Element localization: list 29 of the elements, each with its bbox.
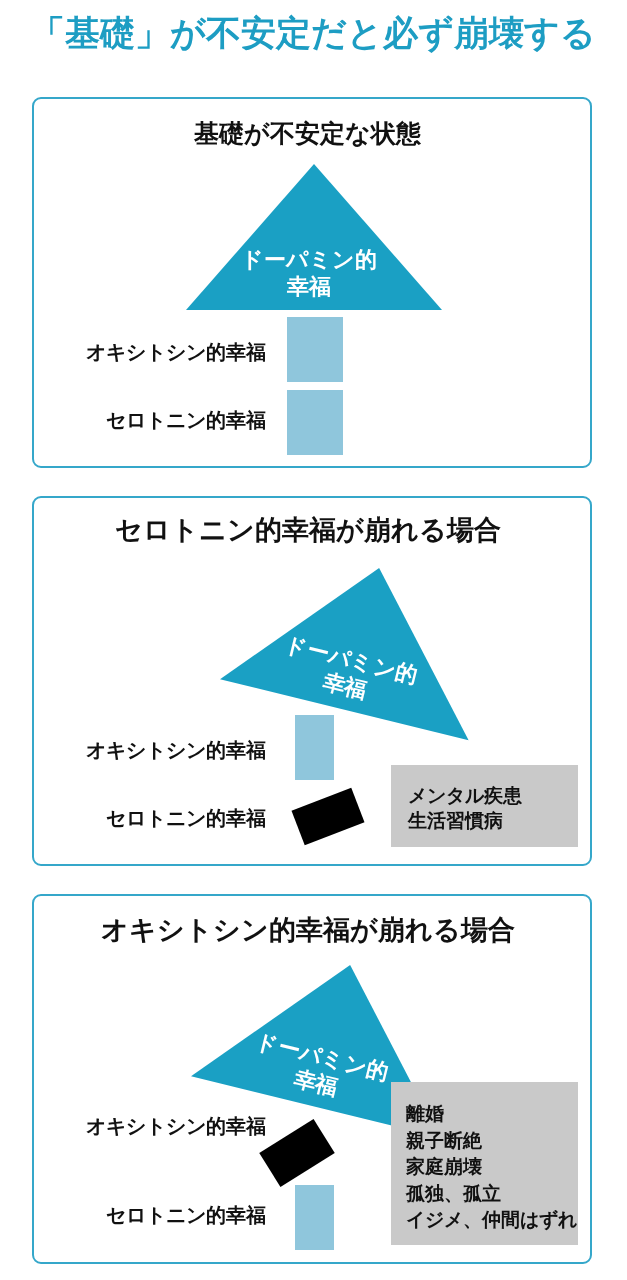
note-text: 生活習慣病	[407, 808, 503, 833]
triangle-label: ドーパミン的幸福	[252, 1027, 392, 1103]
triangle-label: ドーパミン的幸福	[241, 245, 377, 300]
triangle-label: ドーパミン的幸福	[281, 630, 421, 706]
note-text: 孤独、孤立	[405, 1180, 501, 1206]
block	[286, 316, 343, 382]
block	[294, 1184, 334, 1250]
note-text: 親子断絶	[405, 1127, 482, 1153]
note-text: 離婚	[405, 1101, 444, 1127]
title: 「基礎」が不安定だと必ず崩壊する	[29, 13, 596, 53]
note-box	[390, 764, 578, 847]
block-label: セロトニン的幸福	[105, 1202, 266, 1227]
note-text: イジメ、仲間はずれ	[405, 1207, 577, 1233]
panel-heading: セロトニン的幸福が崩れる場合	[114, 513, 501, 546]
block	[286, 389, 343, 455]
panel-heading: 基礎が不安定な状態	[194, 118, 421, 149]
panel-heading: オキシトシン的幸福が崩れる場合	[100, 913, 515, 946]
note-text: メンタル疾患	[407, 783, 522, 808]
panel	[32, 894, 592, 1264]
block-label: オキシトシン的幸福	[86, 738, 266, 762]
panel	[32, 97, 592, 468]
panel	[32, 496, 592, 866]
block-label: オキシトシン的幸福	[85, 1113, 266, 1138]
note-box	[390, 1081, 578, 1245]
block-label: オキシトシン的幸福	[85, 339, 266, 364]
block	[294, 714, 334, 780]
block-label: セロトニン的幸福	[105, 805, 266, 830]
block-label: セロトニン的幸福	[105, 407, 266, 432]
note-text: 家庭崩壊	[405, 1154, 482, 1180]
